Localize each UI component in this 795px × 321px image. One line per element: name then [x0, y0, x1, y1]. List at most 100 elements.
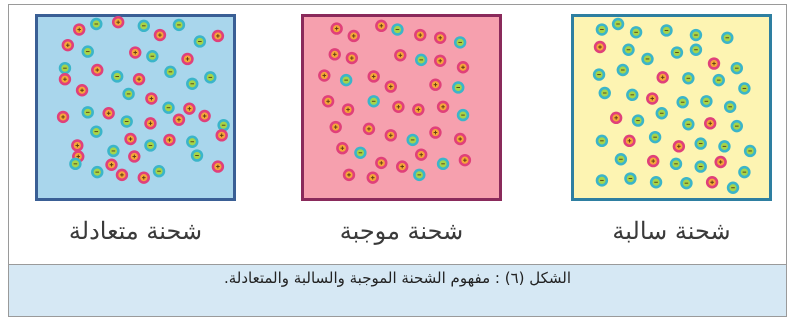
proton-particle [594, 41, 606, 53]
electron-particle [622, 44, 634, 56]
proton-particle [138, 171, 150, 183]
electron-particle [107, 145, 119, 157]
electron-particle [700, 95, 712, 107]
electron-particle [368, 95, 380, 107]
proton-particle [368, 70, 380, 82]
electron-particle [721, 32, 733, 44]
proton-particle [105, 159, 117, 171]
positive-charge-label: شحنة موجبة [301, 217, 502, 245]
electron-particle [121, 115, 133, 127]
electron-particle [340, 74, 352, 86]
proton-particle [57, 111, 69, 123]
electron-particle [626, 89, 638, 101]
proton-particle [198, 110, 210, 122]
electron-particle [738, 166, 750, 178]
electron-particle [593, 68, 605, 80]
proton-particle [154, 29, 166, 41]
electron-particle [69, 158, 81, 170]
proton-particle [429, 126, 441, 138]
electron-particle [724, 101, 736, 113]
electron-particle [695, 137, 707, 149]
proton-particle [363, 123, 375, 135]
proton-particle [181, 53, 193, 65]
electron-particle [144, 139, 156, 151]
proton-particle [429, 79, 441, 91]
proton-particle [412, 103, 424, 115]
proton-particle [394, 49, 406, 61]
proton-particle [346, 52, 358, 64]
electron-particle [744, 145, 756, 157]
electron-particle [617, 64, 629, 76]
electron-particle [660, 24, 672, 36]
electron-particle [173, 19, 185, 31]
positive-charge-panel [301, 14, 502, 201]
proton-particle [375, 20, 387, 32]
proton-particle [385, 80, 397, 92]
proton-particle [144, 117, 156, 129]
electron-particle [391, 23, 403, 35]
proton-particle [342, 103, 354, 115]
proton-particle [708, 57, 720, 69]
proton-particle [329, 48, 341, 60]
negative-charge-panel [571, 14, 772, 201]
proton-particle [706, 176, 718, 188]
proton-particle [437, 101, 449, 113]
electron-particle [146, 50, 158, 62]
proton-particle [610, 112, 622, 124]
electron-particle [612, 18, 624, 30]
electron-particle [194, 35, 206, 47]
electron-particle [599, 87, 611, 99]
neutral-charge-panel [35, 14, 236, 201]
proton-particle [434, 55, 446, 67]
electron-particle [670, 158, 682, 170]
proton-particle [415, 148, 427, 160]
electron-particle [731, 120, 743, 132]
proton-particle [414, 29, 426, 41]
electron-particle [596, 135, 608, 147]
electron-particle [682, 72, 694, 84]
proton-particle [128, 150, 140, 162]
proton-particle [367, 171, 379, 183]
electron-particle [680, 177, 692, 189]
electron-particle [596, 174, 608, 186]
proton-particle [459, 154, 471, 166]
electron-particle [354, 147, 366, 159]
electron-particle [738, 82, 750, 94]
proton-particle [73, 23, 85, 35]
proton-particle [173, 113, 185, 125]
electron-particle [727, 182, 739, 194]
positive-charge-diagram [301, 14, 502, 201]
proton-particle [657, 71, 669, 83]
electron-particle [191, 149, 203, 161]
electron-particle [91, 166, 103, 178]
proton-particle [336, 142, 348, 154]
proton-particle [330, 121, 342, 133]
proton-particle [76, 84, 88, 96]
electron-particle [624, 172, 636, 184]
proton-particle [59, 73, 71, 85]
figure-caption: الشكل (٦) : مفهوم الشحنة الموجبة والسالب… [9, 269, 786, 287]
proton-particle [112, 16, 124, 28]
electron-particle [122, 88, 134, 100]
proton-particle [71, 139, 83, 151]
electron-particle [413, 169, 425, 181]
proton-particle [124, 133, 136, 145]
proton-particle [704, 117, 716, 129]
proton-particle [434, 32, 446, 44]
electron-particle [718, 140, 730, 152]
neutral-charge-diagram [35, 14, 236, 201]
proton-particle [673, 140, 685, 152]
electron-particle [690, 44, 702, 56]
negative-charge-label: شحنة سالبة [571, 217, 772, 245]
proton-particle [102, 107, 114, 119]
proton-particle [62, 39, 74, 51]
proton-particle [375, 157, 387, 169]
electron-particle [650, 176, 662, 188]
proton-particle [348, 30, 360, 42]
proton-particle [330, 22, 342, 34]
electron-particle [671, 46, 683, 58]
proton-particle [212, 160, 224, 172]
electron-particle [731, 62, 743, 74]
proton-particle [646, 92, 658, 104]
neutral-charge-label: شحنة متعادلة [35, 217, 236, 245]
